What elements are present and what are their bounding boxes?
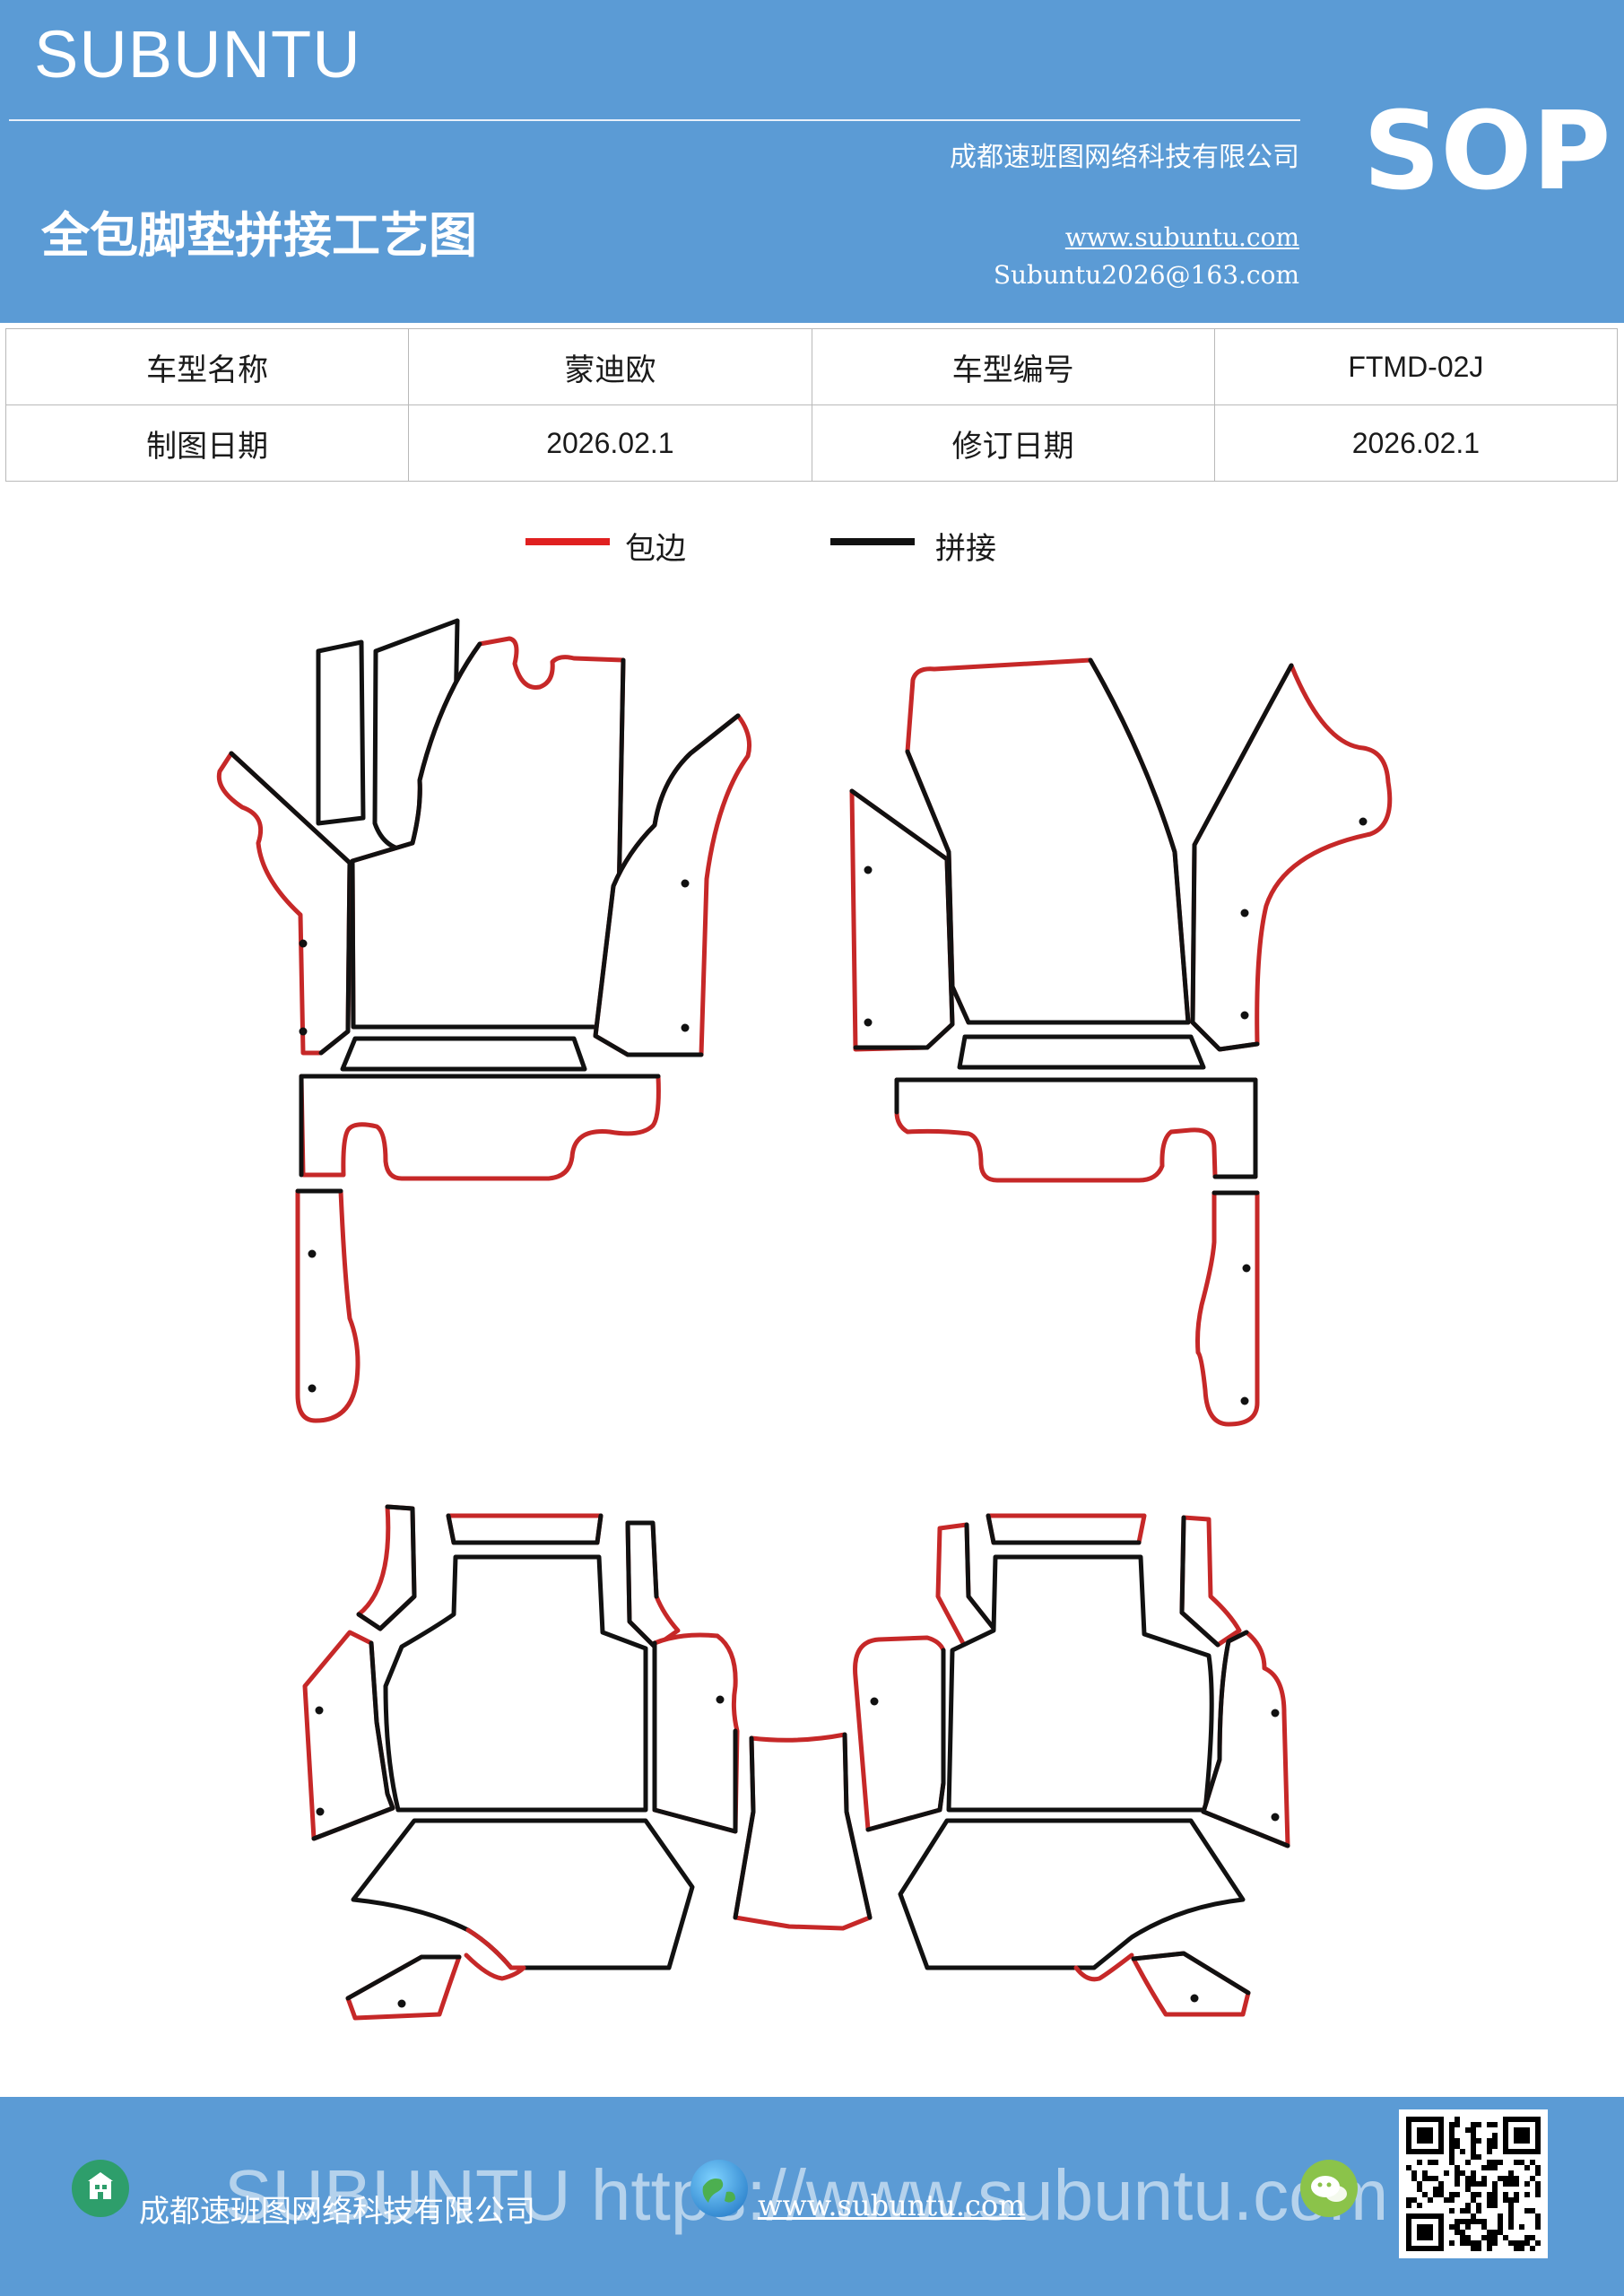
legend-binding-swatch <box>525 538 610 545</box>
value-draw-date: 2026.02.1 <box>408 404 812 482</box>
table-row: 制图日期 2026.02.1 修订日期 2026.02.1 <box>4 404 1619 482</box>
driver-front-mat-set <box>216 618 752 1423</box>
header-divider <box>9 119 1300 121</box>
header-banner: SUBUNTU SOP 成都速班图网络科技有限公司 全包脚垫拼接工艺图 www.… <box>0 0 1624 323</box>
building-icon <box>72 2160 129 2217</box>
rear-left-mat-set <box>302 1504 740 2021</box>
value-model-name: 蒙迪欧 <box>408 328 812 405</box>
company-name: 成都速班图网络科技有限公司 <box>950 142 1299 173</box>
legend-seam-label: 拼接 <box>935 531 996 567</box>
qr-code[interactable] <box>1399 2109 1548 2258</box>
value-model-code: FTMD-02J <box>1213 328 1619 405</box>
rear-right-mat-set <box>853 1513 1290 2017</box>
legend: 包边 拼接 <box>0 524 1624 578</box>
contact-email[interactable]: Subuntu2026@163.com <box>993 260 1299 290</box>
brand-logo: SUBUNTU <box>34 17 361 91</box>
center-tunnel-mat <box>733 1732 873 1931</box>
label-model-name: 车型名称 <box>4 328 410 405</box>
passenger-front-mat-set <box>849 657 1393 1427</box>
vehicle-info-table: 车型名称 蒙迪欧 车型编号 FTMD-02J 制图日期 2026.02.1 修订… <box>4 328 1619 482</box>
table-row: 车型名称 蒙迪欧 车型编号 FTMD-02J <box>4 328 1619 405</box>
label-draw-date: 制图日期 <box>4 404 410 482</box>
footer-company-name: 成都速班图网络科技有限公司 <box>139 2194 535 2230</box>
legend-binding-label: 包边 <box>625 531 686 567</box>
page-title: 全包脚垫拼接工艺图 <box>41 206 477 264</box>
wechat-icon[interactable] <box>1300 2160 1358 2217</box>
globe-icon <box>690 2160 748 2217</box>
sop-badge: SOP <box>1363 90 1611 214</box>
footer-website-link[interactable]: www.subuntu.com <box>758 2188 1026 2222</box>
value-revision-date: 2026.02.1 <box>1213 404 1619 482</box>
label-revision-date: 修订日期 <box>811 404 1215 482</box>
label-model-code: 车型编号 <box>811 328 1215 405</box>
website-link[interactable]: www.subuntu.com <box>1064 222 1299 252</box>
legend-seam-swatch <box>830 538 915 545</box>
footer-banner: SUBUNTU https://www.subuntu.com 成都速班图网络科… <box>0 2097 1624 2296</box>
watermark-text: SUBUNTU https://www.subuntu.com <box>224 2155 1389 2235</box>
